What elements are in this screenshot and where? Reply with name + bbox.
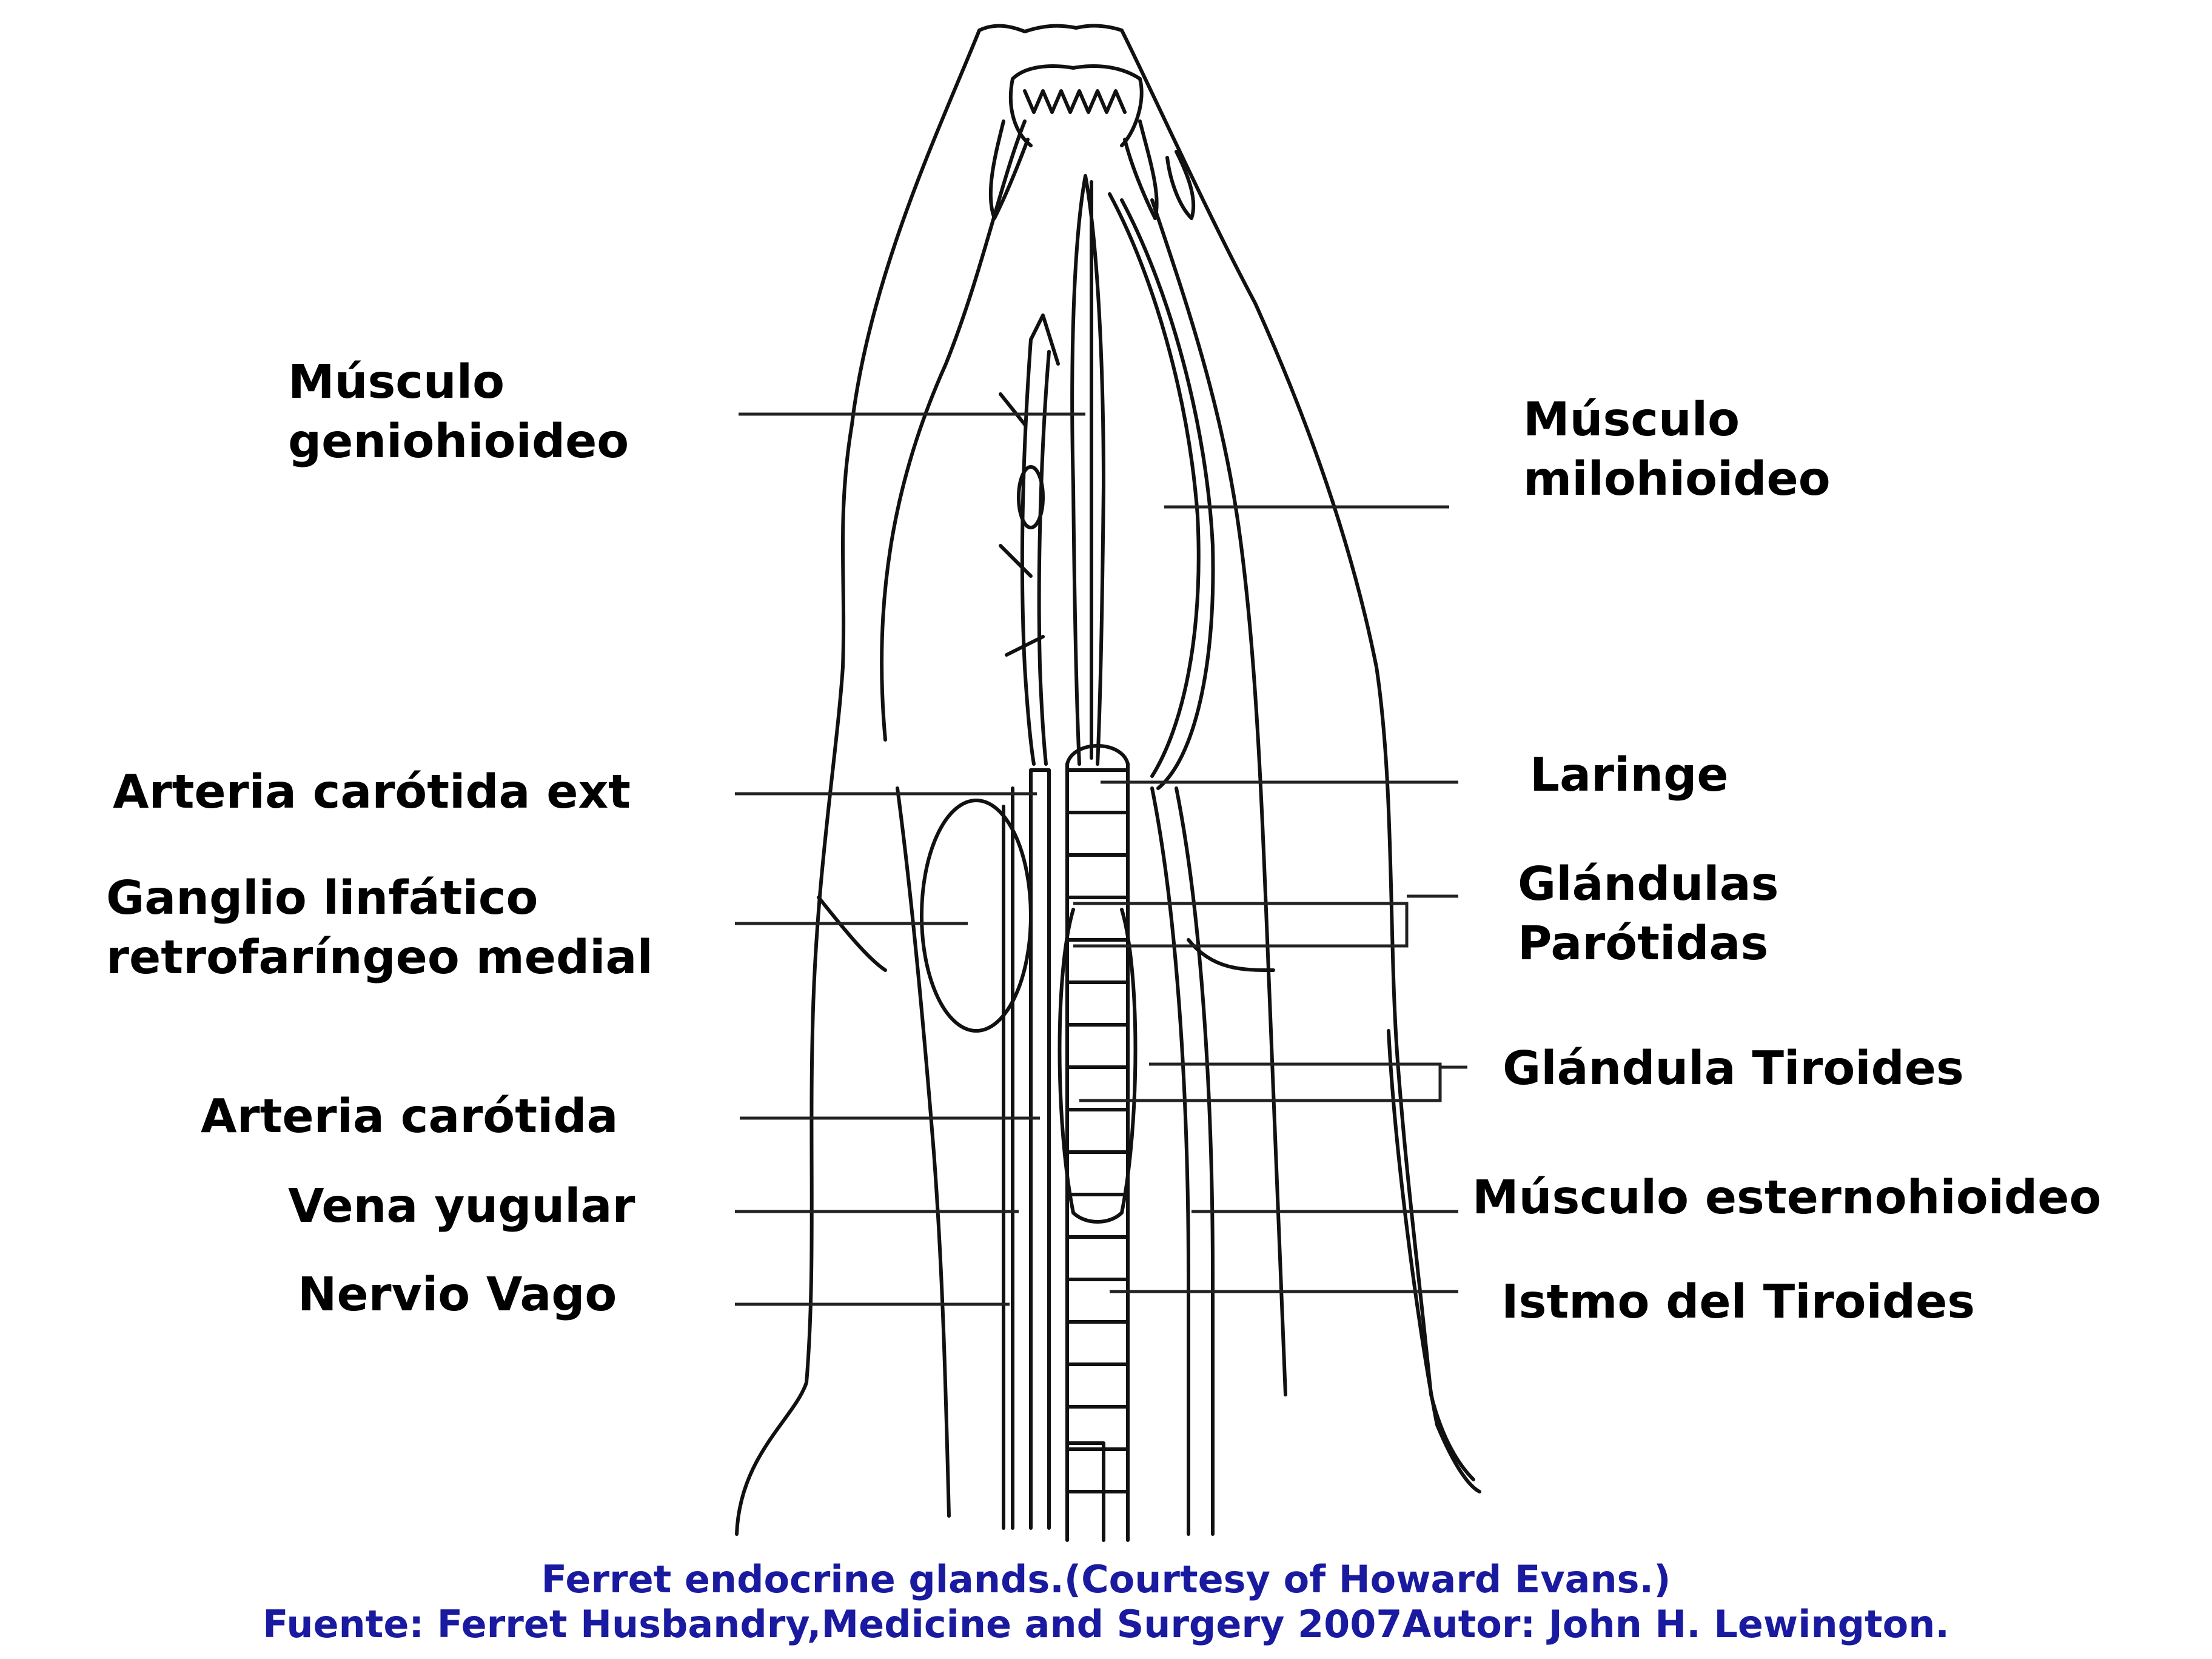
sternohyoid-muscle: [1150, 786, 1215, 1536]
label-line: Músculo esternohioideo: [1472, 1171, 2102, 1225]
label-line: Nervio Vago: [298, 1268, 617, 1322]
label-nervio-vago: Nervio Vago: [298, 1265, 617, 1325]
label-arteria-carotida: Arteria carótida: [201, 1087, 618, 1147]
label-musculo-milohioideo: Músculo milohioideo: [1523, 390, 1831, 509]
label-line: Glándulas: [1518, 857, 1779, 911]
label-musculo-geniohioideo: Músculo geniohioideo: [288, 353, 629, 472]
leader-tiroides: [1079, 1062, 1467, 1102]
label-line: Glándula Tiroides: [1503, 1042, 1964, 1096]
label-musculo-esternohioideo: Músculo esternohioideo: [1472, 1168, 2101, 1228]
leader-parotidas: [1073, 894, 1458, 948]
thyroid-lobes: [1057, 908, 1138, 1215]
skin-fold-left: [880, 119, 1027, 742]
label-laringe: Laringe: [1530, 746, 1729, 805]
label-line: Parótidas: [1518, 917, 1769, 971]
label-line: Arteria carótida: [201, 1090, 618, 1144]
label-line: Laringe: [1530, 748, 1729, 802]
caption-line-2: Fuente: Ferret Husbandry,Medicine and Su…: [263, 1602, 1949, 1646]
geniohyoid-muscle: [1070, 174, 1105, 766]
label-line: Ganglio linfático: [106, 871, 538, 925]
label-glandulas-parotidas: Glándulas Parótidas: [1518, 855, 1779, 974]
label-line: Vena yugular: [288, 1179, 635, 1233]
label-arteria-carotida-ext: Arteria carótida ext: [113, 763, 631, 822]
label-line: milohioideo: [1523, 452, 1831, 506]
carotid-artery: [1029, 768, 1051, 1530]
label-glandula-tiroides: Glándula Tiroides: [1503, 1039, 1964, 1099]
label-istmo-del-tiroides: Istmo del Tiroides: [1501, 1273, 1975, 1332]
label-vena-yugular: Vena yugular: [288, 1177, 635, 1236]
label-ganglio-linfatico: Ganglio linfático retrofaríngeo medial: [106, 869, 653, 988]
mylohyoid-muscle: [1108, 192, 1215, 790]
caption-line-1: Ferret endocrine glands.(Courtesy of How…: [541, 1557, 1671, 1601]
label-line: Músculo: [288, 355, 505, 409]
label-line: Istmo del Tiroides: [1501, 1275, 1976, 1329]
label-line: Músculo: [1523, 393, 1740, 447]
thyroid-isthmus: [1071, 1211, 1124, 1224]
label-line: geniohioideo: [288, 415, 629, 469]
external-carotid: [1020, 338, 1051, 766]
skin-fold-right: [1150, 198, 1287, 1396]
head-outline: [735, 24, 1475, 1536]
label-line: retrofaríngeo medial: [106, 931, 653, 985]
label-line: Arteria carótida ext: [113, 765, 631, 819]
